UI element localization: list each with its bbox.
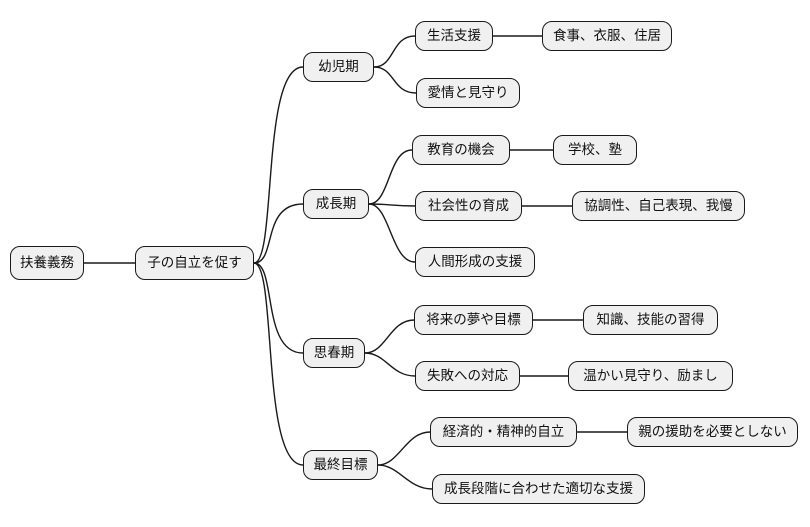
edge-branch2-child1	[364, 352, 416, 377]
node-branch-adolescence: 思春期	[303, 338, 365, 368]
node-life-support: 生活支援	[415, 21, 493, 51]
node-branch-infancy: 幼児期	[303, 52, 374, 82]
node-detail-food-clothing-housing: 食事、衣服、住居	[542, 21, 672, 51]
edge-center-branch-2	[253, 262, 304, 354]
node-handling-failure: 失敗への対応	[415, 361, 520, 391]
edge-branch0-child0	[373, 35, 416, 68]
node-detail-knowledge-skills: 知識、技能の習得	[583, 305, 718, 335]
node-root: 扶養義務	[10, 246, 84, 280]
node-social-development: 社会性の育成	[415, 191, 522, 221]
edge-branch2-child0	[364, 319, 415, 354]
node-detail-no-parental-assistance: 親の援助を必要としない	[627, 417, 798, 447]
edge-branch1-child2	[368, 203, 416, 263]
node-branch-final-goal: 最終目標	[303, 450, 378, 480]
node-detail-cooperativeness: 協調性、自己表現、我慢	[572, 191, 745, 221]
edge-center-branch-3	[253, 262, 304, 466]
node-detail-warm-encouragement: 温かい見守り、励まし	[568, 361, 733, 391]
node-education-opportunity: 教育の機会	[412, 135, 510, 165]
node-detail-school-cram: 学校、塾	[553, 135, 637, 165]
edge-branch0-child1	[373, 66, 417, 94]
node-center: 子の自立を促す	[135, 246, 254, 280]
edge-branch1-child1	[368, 203, 416, 207]
edge-center-branch-0	[253, 66, 304, 264]
node-love-and-watching: 愛情と見守り	[416, 78, 520, 108]
node-economic-mental-independence: 経済的・精神的自立	[430, 417, 577, 447]
node-branch-growth: 成長期	[303, 189, 369, 219]
node-future-dreams: 将来の夢や目標	[414, 305, 533, 335]
node-character-formation: 人間形成の支援	[415, 247, 535, 277]
edge-center-branch-1	[253, 203, 304, 264]
edge-branch3-child0	[377, 431, 431, 466]
edge-branch1-child0	[368, 149, 413, 205]
edge-branch3-child1	[377, 464, 433, 490]
node-appropriate-support: 成長段階に合わせた適切な支援	[432, 474, 645, 504]
